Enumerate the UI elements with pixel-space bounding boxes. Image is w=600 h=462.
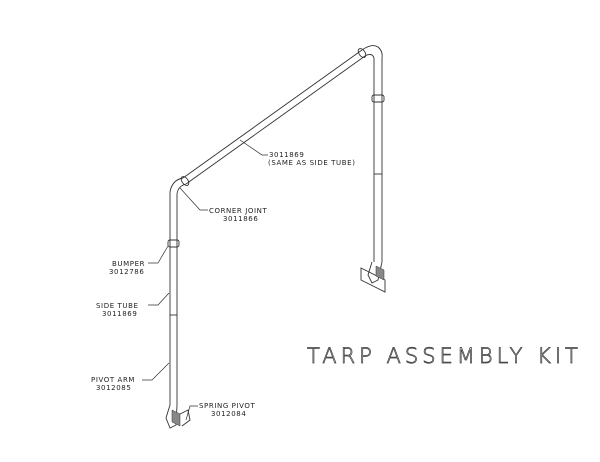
left-spring-pivot [165,404,191,429]
spring-pivot-part: 3012084 [211,410,246,418]
leader-corner-joint [179,187,208,211]
bumper-label: BUMPER [112,260,145,268]
side-tube-label: SIDE TUBE [96,302,139,310]
right-leg [371,62,385,262]
leader-side-tube [148,292,170,306]
corner-joint-part: 3011866 [223,215,258,223]
top-tube-label: 3011869 [269,151,304,159]
diagram-title: TARP ASSEMBLY KIT [307,344,582,368]
spring-pivot-label: SPRING PIVOT [199,402,256,410]
left-leg [167,198,180,405]
leader-bumper [148,245,169,264]
right-spring-pivot [360,261,386,293]
leader-top-tube [239,139,268,156]
corner-joint-label: CORNER JOINT [209,207,267,215]
top-tube [182,49,366,185]
corner-joint-left [169,176,190,198]
pivot-arm-part: 3012085 [96,384,131,392]
top-tube-sublabel: (SAME AS SIDE TUBE) [268,159,356,167]
leader-spring-pivot [185,405,198,421]
pivot-arm-label: PIVOT ARM [91,376,135,384]
side-tube-part: 3011869 [102,310,137,318]
bumper-part: 3012786 [109,268,144,276]
corner-joint-right [357,45,383,62]
leader-pivot-arm [142,362,170,381]
